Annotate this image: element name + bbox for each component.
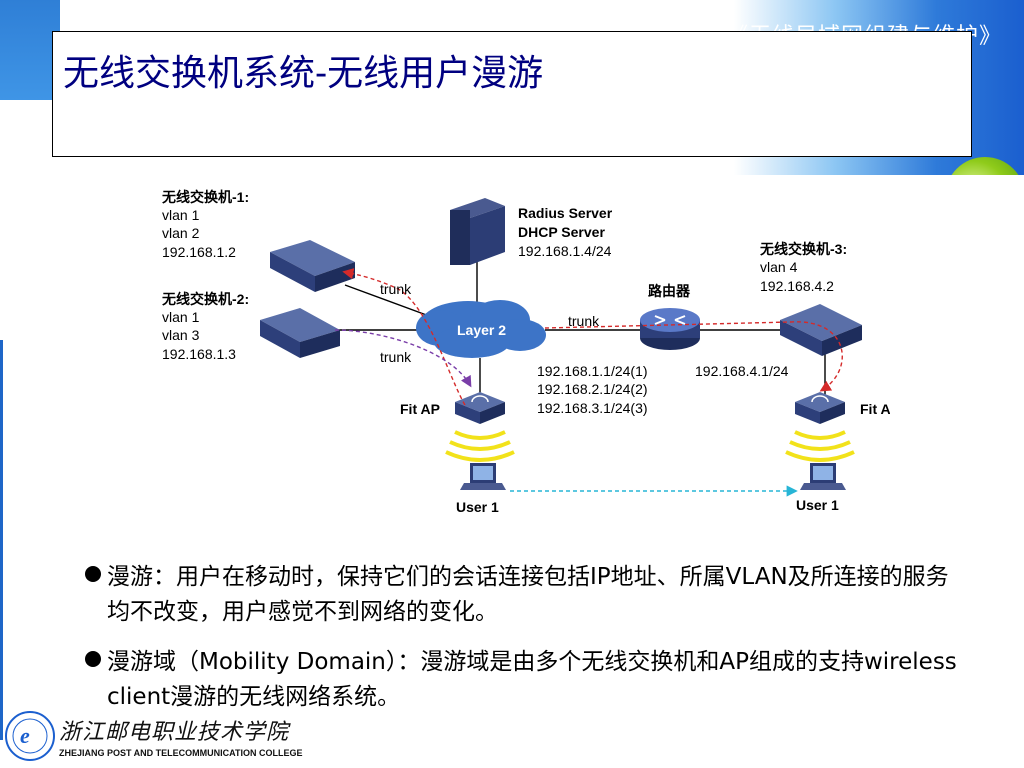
switch1-line: vlan 1 [162, 207, 200, 223]
signal-waves-right [785, 430, 855, 462]
college-name-en: ZHEJIANG POST AND TELECOMMUNICATION COLL… [59, 748, 303, 758]
left-edge-stripe [0, 340, 3, 740]
switch1-line: vlan 2 [162, 225, 200, 241]
trunk-label: trunk [380, 349, 412, 365]
server-line: 192.168.1.4/24 [518, 243, 612, 259]
laptop-right-icon [800, 463, 846, 490]
switch3-icon [780, 304, 862, 356]
signal-waves-left [445, 430, 515, 462]
router-ip: 192.168.3.1/24(3) [537, 400, 648, 416]
router-icon [640, 308, 700, 350]
laptop-left-icon [460, 463, 506, 490]
slide-title: 无线交换机系统-无线用户漫游 [63, 53, 544, 94]
bullet-dot [85, 566, 101, 582]
switch3-title: 无线交换机-3: [759, 241, 847, 257]
roaming-path-red-left [342, 268, 466, 406]
bullet-roaming: 漫游：用户在移动时，保持它们的会话连接包括IP地址、所属VLAN及所连接的服务均… [85, 560, 965, 630]
fit-ap-right-icon [795, 392, 845, 424]
switch2-icon [260, 308, 340, 358]
fit-ap-right-label: Fit AP [860, 401, 890, 417]
switch1-title: 无线交换机-1: [161, 189, 249, 205]
cloud-label: Layer 2 [457, 322, 506, 338]
fit-ap-left-icon [455, 392, 505, 424]
layer2-cloud [416, 300, 546, 358]
svg-text:e: e [20, 723, 30, 748]
roaming-path-purple [334, 329, 472, 388]
fit-ap-left-label: Fit AP [400, 401, 440, 417]
roaming-path-red-right [544, 321, 843, 392]
title-box: 无线交换机系统-无线用户漫游 [52, 31, 972, 157]
college-emblem-icon: e [5, 711, 55, 761]
router-label: 路由器 [648, 283, 691, 299]
network-diagram: Layer 2 [161, 189, 890, 515]
switch2-line: 192.168.1.3 [162, 346, 236, 362]
server-line: DHCP Server [518, 224, 605, 240]
switch1-line: 192.168.1.2 [162, 244, 236, 260]
router-ip: 192.168.1.1/24(1) [537, 363, 648, 379]
bullet-dot [85, 651, 101, 667]
router-ip-right: 192.168.4.1/24 [695, 363, 789, 379]
user-right-label: User 1 [796, 497, 839, 513]
bullet-text: 漫游：用户在移动时，保持它们的会话连接包括IP地址、所属VLAN及所连接的服务均… [107, 564, 949, 625]
switch2-line: vlan 3 [162, 327, 200, 343]
bullet-text: 漫游域（Mobility Domain）：漫游域是由多个无线交换机和AP组成的支… [107, 649, 957, 710]
bullet-mobility-domain: 漫游域（Mobility Domain）：漫游域是由多个无线交换机和AP组成的支… [85, 645, 965, 715]
college-name-cn: 浙江邮电职业技术学院 [59, 720, 290, 745]
college-logo: e 浙江邮电职业技术学院 ZHEJIANG POST AND TELECOMMU… [4, 708, 334, 766]
trunk-label: trunk [568, 313, 600, 329]
router-ip: 192.168.2.1/24(2) [537, 381, 648, 397]
link-lines [335, 260, 826, 395]
link-switch1-cloud [344, 284, 441, 321]
trunk-label: trunk [380, 281, 412, 297]
switch2-line: vlan 1 [162, 309, 200, 325]
server-line: Radius Server [518, 205, 613, 221]
user-left-label: User 1 [456, 499, 499, 515]
switch3-line: vlan 4 [760, 259, 798, 275]
header-band-left [0, 0, 60, 100]
switch2-title: 无线交换机-2: [161, 291, 249, 307]
content-panel-corner [940, 175, 1024, 245]
server-icon [450, 198, 505, 265]
switch1-icon [270, 240, 355, 292]
switch3-line: 192.168.4.2 [760, 278, 834, 294]
